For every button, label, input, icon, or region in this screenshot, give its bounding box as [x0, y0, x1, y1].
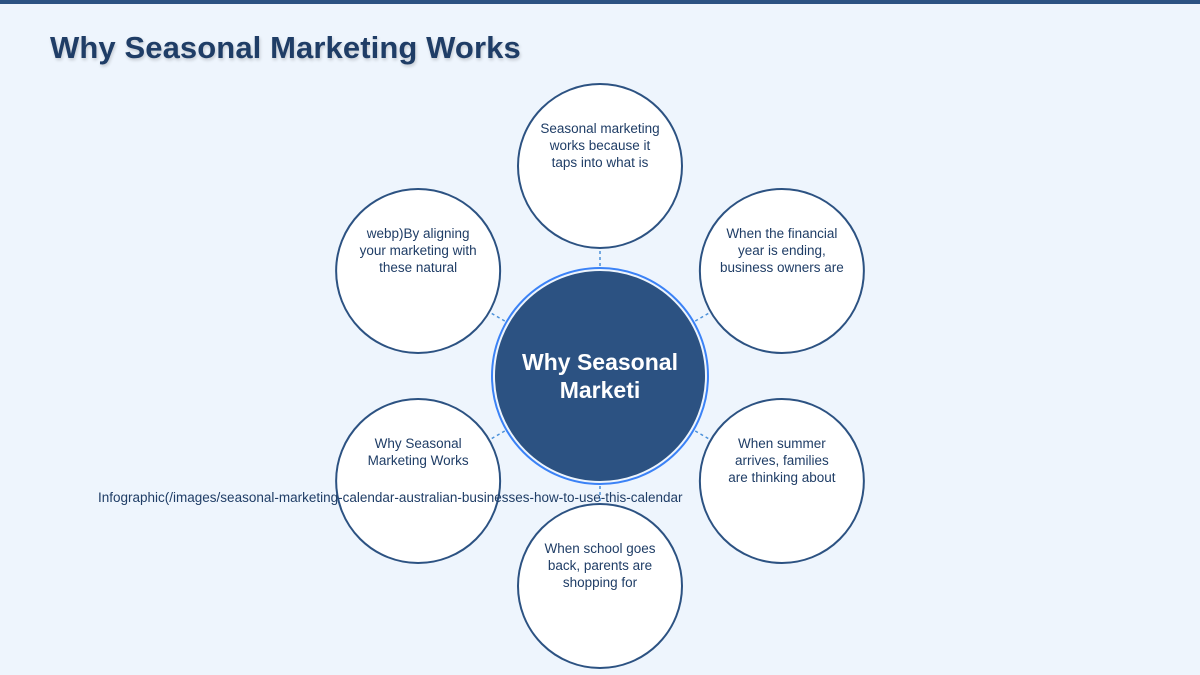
satellite-label-line: back, parents are	[548, 558, 652, 573]
satellite-circle-top-left	[335, 188, 502, 354]
satellite-label-line: When the financial	[726, 226, 837, 241]
satellite-label-top-right: When the financial year is ending, busines…	[720, 226, 844, 275]
top-accent-bar	[0, 0, 1200, 4]
satellite-node-bottom-right: When summer arrives, families are thinking…	[698, 398, 865, 564]
satellite-label-line: your marketing with	[360, 243, 477, 258]
satellite-circle-bottom	[517, 503, 683, 669]
satellite-label-bottom-right: When summer arrives, families are thinking…	[728, 436, 836, 485]
satellite-label-line: arrives, families	[735, 453, 829, 468]
satellite-label-line: year is ending,	[738, 243, 826, 258]
center-node-label-line: Why Seasonal	[522, 349, 678, 375]
satellite-circle-bottom-left	[335, 398, 502, 564]
satellite-label-line: Marketing Works	[368, 453, 469, 468]
satellite-label-top-left: webp)By aligning your marketing with these…	[360, 226, 477, 275]
connector-bottom-left	[490, 430, 506, 440]
connector-bottom-right	[694, 430, 710, 440]
satellite-node-bottom: When school goes back, parents are shoppin…	[517, 503, 683, 669]
satellite-label-line: these natural	[379, 260, 457, 275]
satellite-circle-top-right	[698, 188, 865, 354]
satellite-label-line: business owners are	[720, 260, 844, 275]
satellite-node-top-right: When the financial year is ending, busines…	[698, 188, 865, 354]
satellite-node-top-left: webp)By aligning your marketing with these…	[335, 188, 502, 354]
infographic-overflow-label: Infographic(/images/seasonal-marketing-c…	[98, 490, 683, 505]
connector-top-left	[490, 312, 506, 322]
satellite-label-line: webp)By aligning	[366, 226, 470, 241]
satellite-label-line: are thinking about	[728, 470, 836, 485]
page-title: Why Seasonal Marketing Works	[50, 30, 521, 65]
satellite-label-top: Seasonal marketing works because it taps i…	[540, 121, 659, 170]
satellite-circle-bottom-right	[698, 398, 865, 564]
connector-top-right	[694, 312, 710, 322]
satellite-label-line: works because it	[549, 138, 651, 153]
satellite-label-line: When school goes	[544, 541, 655, 556]
connector-group	[490, 250, 710, 502]
satellite-node-top: Seasonal marketing works because it taps i…	[517, 83, 683, 249]
satellite-label-line: Why Seasonal	[375, 436, 462, 451]
center-node-label-line: Marketi	[560, 377, 641, 403]
satellite-label-bottom: When school goes back, parents are shoppin…	[544, 541, 655, 590]
satellite-label-line: taps into what is	[552, 155, 649, 170]
satellite-label-line: When summer	[738, 436, 826, 451]
satellite-label-line: Seasonal marketing	[540, 121, 659, 136]
satellite-group: Seasonal marketing works because it taps i…	[335, 83, 865, 669]
center-node-ring	[491, 267, 709, 485]
satellite-circle-top	[517, 83, 683, 249]
center-node-circle	[495, 271, 705, 481]
satellite-label-line: shopping for	[563, 575, 638, 590]
